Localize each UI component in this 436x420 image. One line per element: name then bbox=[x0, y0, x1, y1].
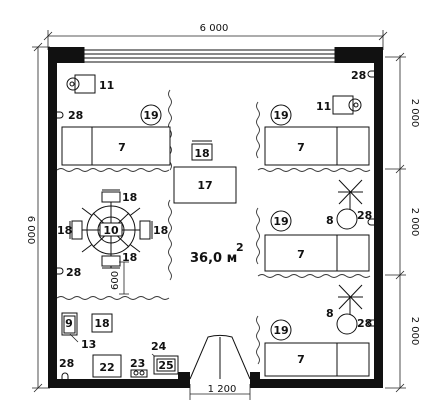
round-table-10: 10 bbox=[77, 192, 146, 268]
marker-label: 19 bbox=[273, 109, 288, 122]
sink-label: 11 bbox=[316, 100, 331, 113]
right-dimension-label-2: 2 000 bbox=[409, 208, 420, 237]
stool-label: 18 bbox=[153, 224, 168, 237]
stool-round-top: 18 bbox=[101, 189, 137, 204]
socket-label: 28 bbox=[59, 357, 74, 370]
stool-round-right: 18 bbox=[139, 220, 168, 240]
socket-left-mid: 28 bbox=[57, 266, 81, 279]
stool-top: 18 bbox=[191, 140, 213, 161]
cabinet-label: 22 bbox=[99, 361, 114, 374]
locker-9: 9 13 bbox=[61, 312, 96, 351]
stool-lower: 18 bbox=[91, 313, 113, 333]
room-area: 36,0 м 2 bbox=[190, 241, 244, 266]
sink-left: 11 bbox=[66, 74, 114, 94]
bed-right-3: 7 bbox=[264, 342, 370, 377]
socket-top-right: 28 bbox=[351, 69, 374, 82]
lamp-label: 8 bbox=[326, 307, 334, 320]
lamp-1: 8 bbox=[326, 179, 363, 230]
marker-19-right-1: 19 bbox=[270, 104, 292, 126]
stool-label: 18 bbox=[122, 191, 137, 204]
socket-right-2: 28 bbox=[357, 209, 374, 226]
stool-label: 18 bbox=[122, 251, 137, 264]
top-dimension: 6 000 bbox=[43, 23, 388, 50]
item-24-label: 24 bbox=[151, 340, 167, 353]
stool-round-left: 18 bbox=[57, 220, 83, 240]
room-area-value: 36,0 м bbox=[190, 251, 237, 266]
left-dimension-label: 6 000 bbox=[25, 216, 36, 245]
socket-right-3: 28 bbox=[357, 317, 374, 330]
walls bbox=[48, 47, 383, 388]
table-17: 17 bbox=[173, 166, 237, 204]
item-13-label: 13 bbox=[81, 338, 96, 351]
stool-label: 18 bbox=[194, 147, 209, 160]
sink-right: 11 bbox=[316, 95, 362, 115]
bed-right-2: 7 bbox=[264, 234, 370, 272]
bed-label: 7 bbox=[118, 141, 126, 154]
top-dimension-label: 6 000 bbox=[200, 23, 229, 34]
stool-label: 18 bbox=[94, 317, 109, 330]
socket-label: 28 bbox=[351, 69, 366, 82]
stool-round-bottom: 18 bbox=[101, 251, 137, 269]
right-dimension-label-3: 2 000 bbox=[409, 317, 420, 346]
marker-19-right-2: 19 bbox=[270, 210, 292, 232]
round-table-label: 10 bbox=[103, 224, 119, 237]
socket-label: 28 bbox=[357, 209, 372, 222]
socket-label: 28 bbox=[68, 109, 83, 122]
sink-label: 11 bbox=[99, 79, 114, 92]
bed-label: 7 bbox=[297, 141, 305, 154]
right-dimension: 2 000 2 000 2 000 bbox=[385, 52, 420, 393]
stool-label: 18 bbox=[57, 224, 72, 237]
marker-19-right-3: 19 bbox=[270, 319, 292, 341]
door-dimension-label: 1 200 bbox=[208, 384, 237, 395]
cabinet-22: 22 bbox=[92, 354, 122, 378]
locker-label: 9 bbox=[65, 317, 73, 330]
bed-label: 7 bbox=[297, 353, 305, 366]
marker-19-left: 19 bbox=[140, 104, 162, 126]
room-area-superscript: 2 bbox=[236, 241, 244, 254]
lamp-2: 8 bbox=[326, 284, 363, 335]
socket-left-top: 28 bbox=[57, 109, 83, 122]
item-23-label: 23 bbox=[130, 357, 145, 370]
socket-bottom-left: 28 bbox=[59, 357, 74, 379]
socket-label: 28 bbox=[357, 317, 372, 330]
lamp-label: 8 bbox=[326, 214, 334, 227]
left-dimension: 6 000 bbox=[25, 42, 50, 393]
bed-label: 7 bbox=[297, 248, 305, 261]
item-23: 23 bbox=[130, 357, 148, 378]
table-gap-dimension: 600 bbox=[110, 261, 129, 295]
window bbox=[83, 47, 336, 63]
bed-left-top: 7 bbox=[61, 126, 171, 166]
door-dimension: 1 200 bbox=[189, 384, 251, 400]
item-25: 25 bbox=[153, 355, 179, 375]
socket-label: 28 bbox=[66, 266, 81, 279]
table-label: 17 bbox=[197, 179, 212, 192]
table-gap-label: 600 bbox=[110, 271, 121, 290]
marker-label: 19 bbox=[273, 215, 288, 228]
marker-label: 19 bbox=[273, 324, 288, 337]
bed-right-1: 7 bbox=[264, 126, 370, 166]
marker-label: 19 bbox=[143, 109, 158, 122]
right-dimension-label-1: 2 000 bbox=[409, 99, 420, 128]
curtains bbox=[56, 89, 371, 365]
item-25-label: 25 bbox=[158, 359, 173, 372]
door bbox=[189, 334, 251, 380]
